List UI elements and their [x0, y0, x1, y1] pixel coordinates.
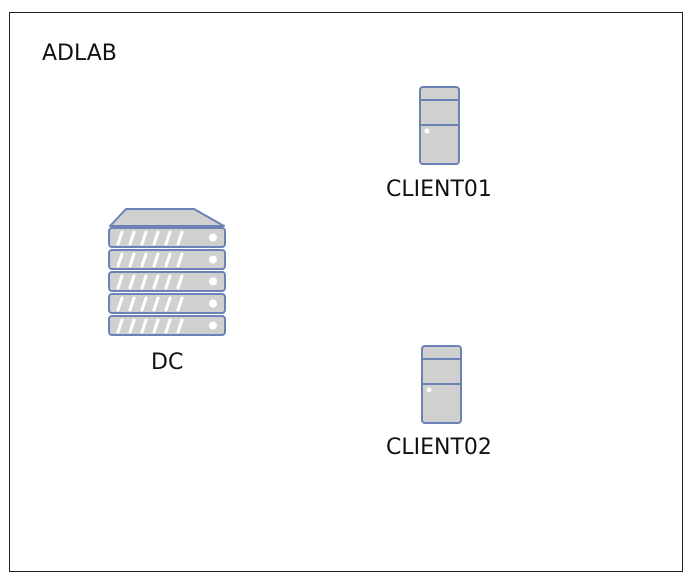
desktop-tower-icon	[421, 345, 462, 424]
client01-node[interactable]	[419, 86, 461, 166]
client02-label: CLIENT02	[386, 435, 492, 460]
adlab-boundary	[9, 12, 683, 572]
server-rack-icon	[108, 208, 226, 336]
desktop-tower-icon	[419, 86, 460, 165]
adlab-label: ADLAB	[42, 41, 117, 66]
client02-node[interactable]	[421, 345, 463, 425]
client01-label: CLIENT01	[386, 177, 492, 202]
dc-node[interactable]	[108, 208, 227, 340]
dc-label: DC	[151, 350, 184, 375]
